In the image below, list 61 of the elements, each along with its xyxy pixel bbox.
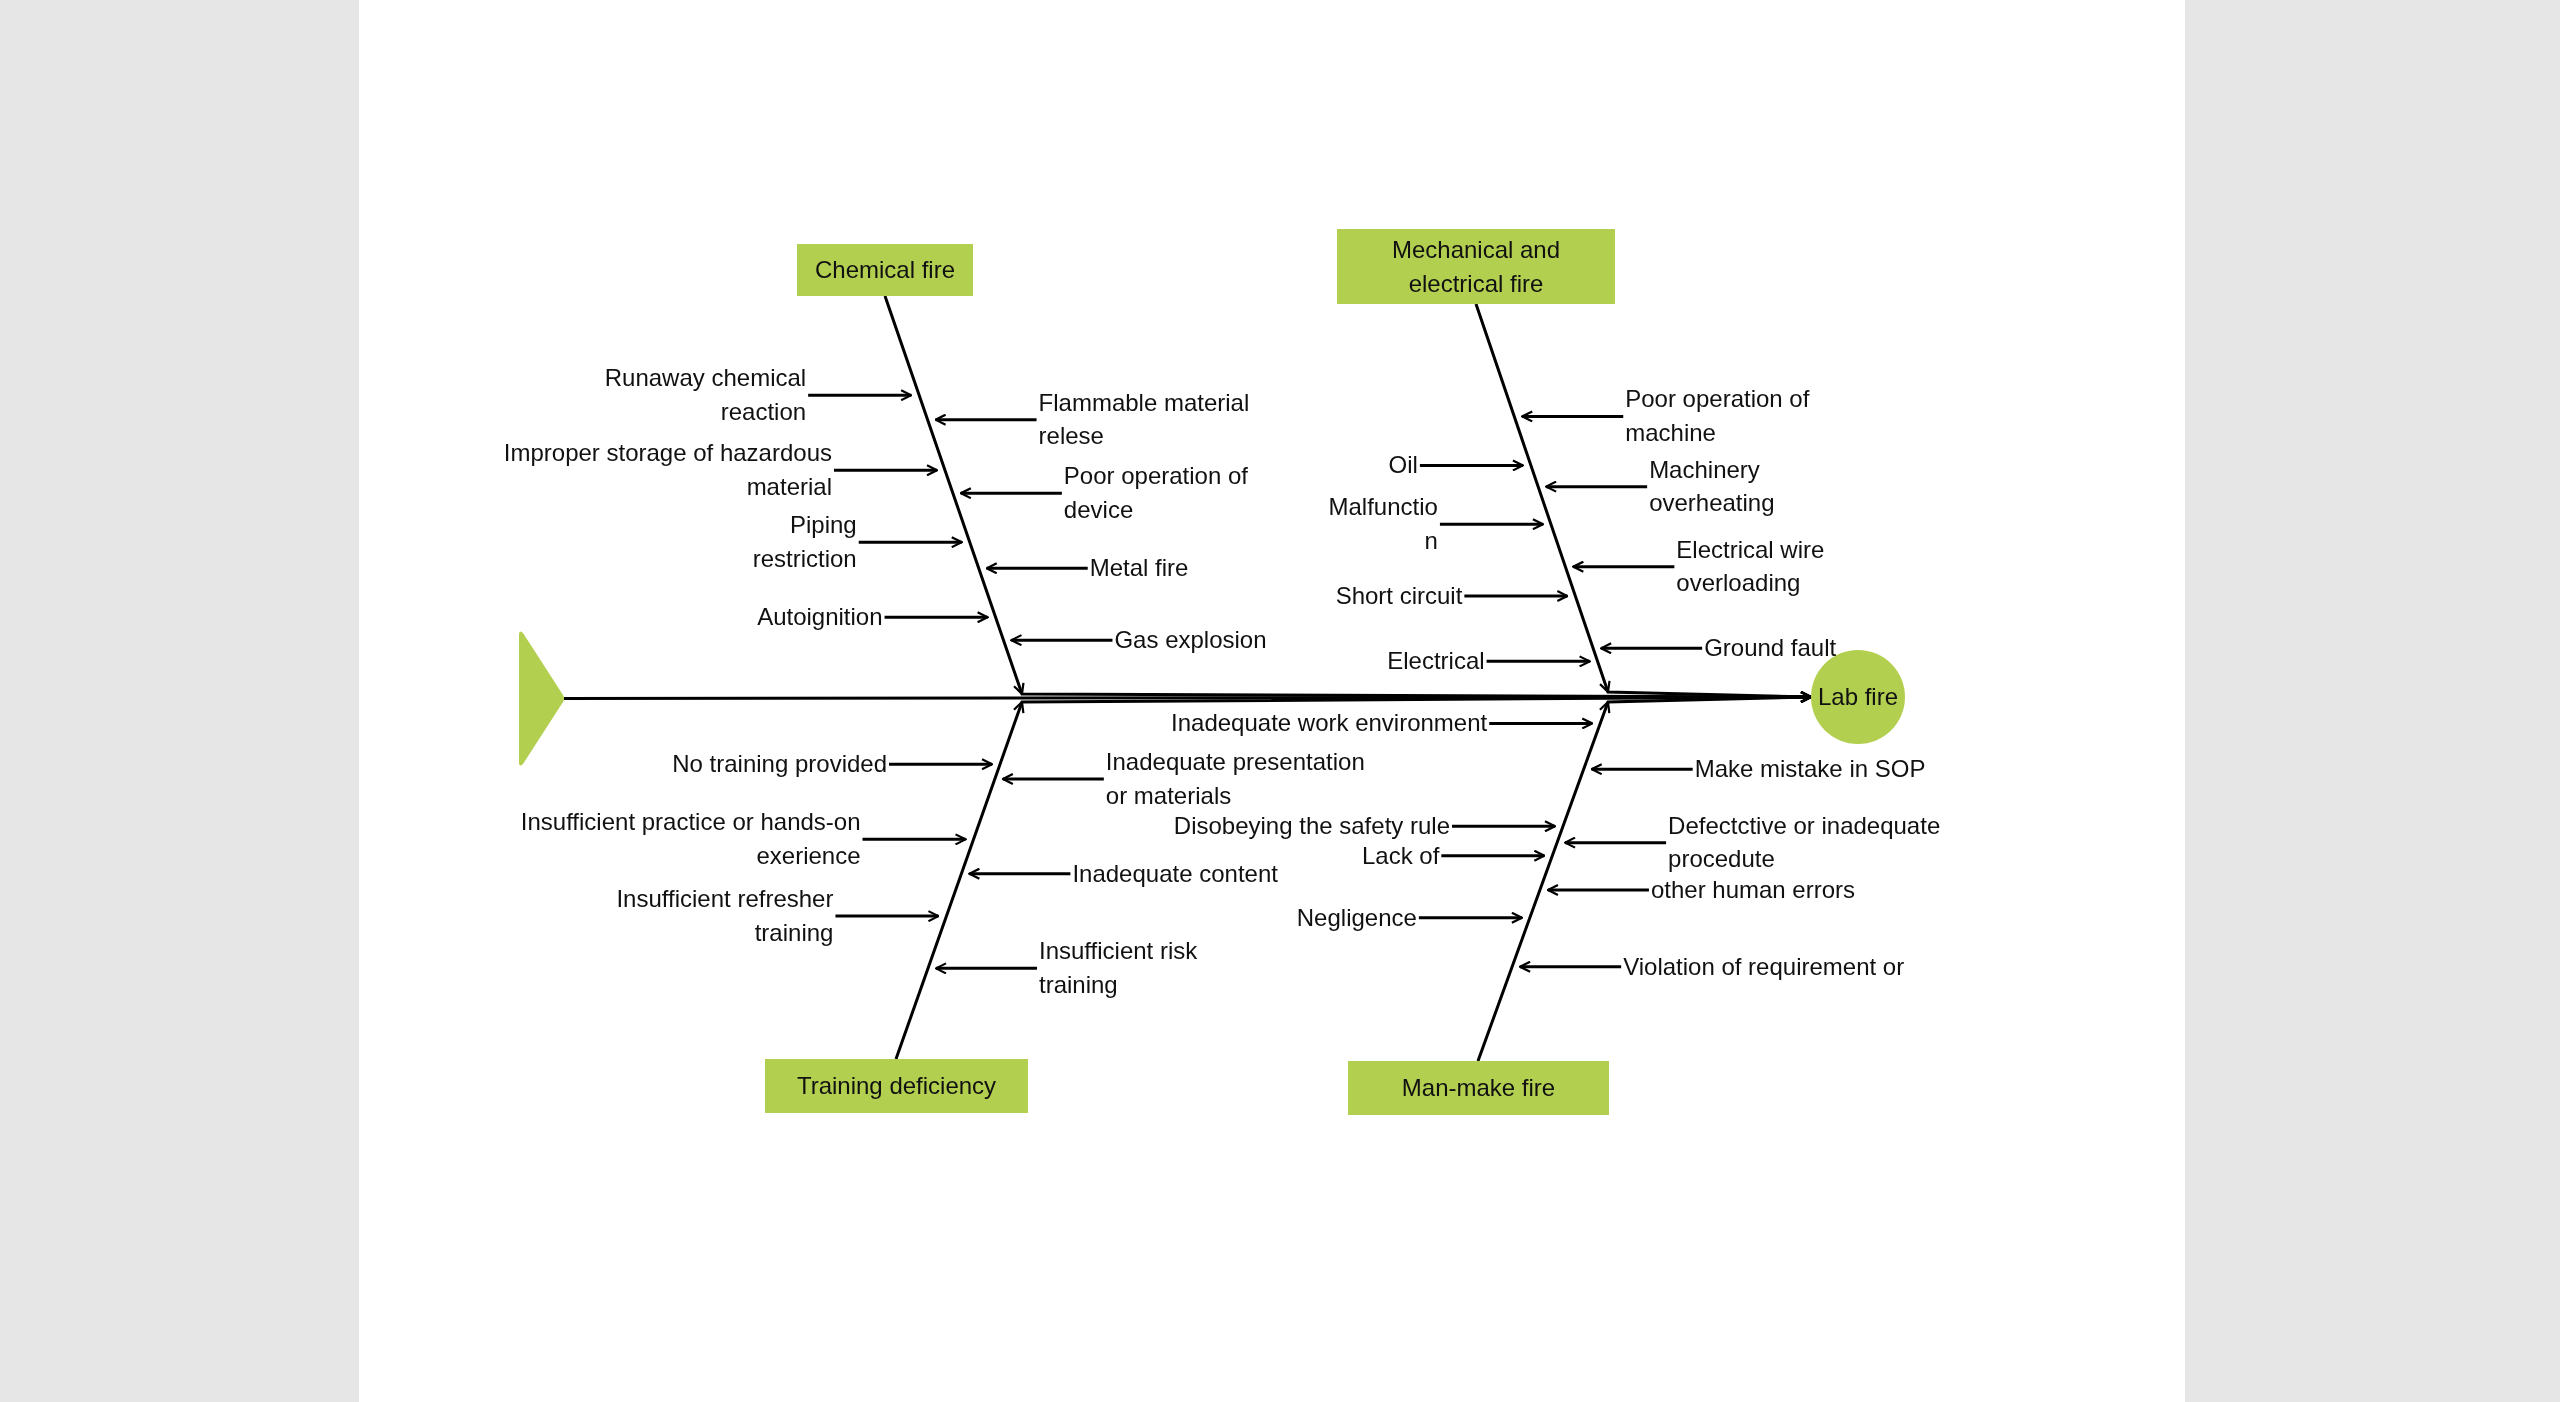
cause-text: Negligence xyxy=(1296,900,1417,935)
cause-arrow xyxy=(1564,836,1667,849)
cause-text: Metal fire xyxy=(1089,551,1189,586)
cause-text: Insufficient risk training xyxy=(1039,934,1229,1002)
cause-arrow xyxy=(1010,634,1113,647)
cause-arrow xyxy=(1464,589,1569,603)
cause-arrow xyxy=(858,536,963,549)
cause-arrow xyxy=(884,611,989,624)
cause-text: Short circuit xyxy=(1335,579,1463,613)
cause-text: Violation of requirement or xyxy=(1623,949,1905,984)
bone-arrow xyxy=(1476,692,1812,1062)
cause-text: Poor operation of device xyxy=(1063,459,1284,527)
cause-text: Electrical xyxy=(1387,644,1485,679)
cause-arrow xyxy=(934,413,1037,426)
cause-arrow xyxy=(834,464,939,477)
category-box: Chemical fire xyxy=(797,244,973,296)
cause-text: Malfunctio n xyxy=(1327,490,1438,558)
category-box: Man-make fire xyxy=(1348,1061,1609,1115)
cause-arrow xyxy=(934,962,1037,975)
category-box: Training deficiency xyxy=(765,1059,1028,1113)
cause-arrow xyxy=(1452,820,1557,833)
cause-text: Machinery overheating xyxy=(1649,453,1810,521)
cause-text: Piping restriction xyxy=(736,508,857,576)
cause-text: Runaway chemical reaction xyxy=(586,361,807,429)
cause-text: Poor operation of machine xyxy=(1625,382,1846,450)
tail-triangle xyxy=(519,629,565,768)
cause-arrow xyxy=(1001,772,1104,786)
category-box: Mechanical and electrical fire xyxy=(1337,229,1615,304)
cause-text: No training provided xyxy=(672,747,888,782)
cause-text: Oil xyxy=(1388,448,1418,483)
cause-text: Make mistake in SOP xyxy=(1694,752,1926,786)
bone-arrow xyxy=(1474,303,1812,702)
cause-arrow xyxy=(1600,642,1703,655)
cause-text: Flammable material relese xyxy=(1038,386,1269,454)
cause-arrow xyxy=(968,867,1071,880)
cause-text: Inadequate work environment xyxy=(1171,706,1488,741)
cause-arrow xyxy=(1489,717,1594,730)
cause-text: Insufficient practice or hands-on exerience xyxy=(470,805,861,873)
cause-arrow xyxy=(1441,849,1546,862)
cause-arrow xyxy=(808,389,913,402)
cause-text: Insufficient refresher training xyxy=(613,882,834,950)
cause-arrow xyxy=(835,910,940,923)
cause-text: Gas explosion xyxy=(1114,623,1267,657)
cause-arrow xyxy=(1545,480,1648,493)
cause-arrow xyxy=(889,758,994,771)
cause-arrow xyxy=(985,562,1088,575)
cause-arrow xyxy=(1521,410,1624,423)
cause-arrow xyxy=(862,833,967,846)
cause-arrow xyxy=(1546,883,1649,897)
cause-arrow xyxy=(1590,763,1693,776)
cause-arrow xyxy=(1519,960,1622,973)
cause-arrow xyxy=(1419,459,1524,472)
cause-arrow xyxy=(959,487,1062,500)
cause-arrow xyxy=(1418,911,1523,924)
cause-arrow xyxy=(1572,560,1675,573)
cause-arrow xyxy=(1486,655,1591,668)
cause-text: Electrical wire overloading xyxy=(1676,533,1857,601)
cause-text: Improper storage of hazardous material xyxy=(462,436,832,504)
cause-text: Inadequate content xyxy=(1072,856,1278,891)
cause-text: Autoignition xyxy=(757,600,883,635)
cause-arrow xyxy=(1439,518,1544,531)
